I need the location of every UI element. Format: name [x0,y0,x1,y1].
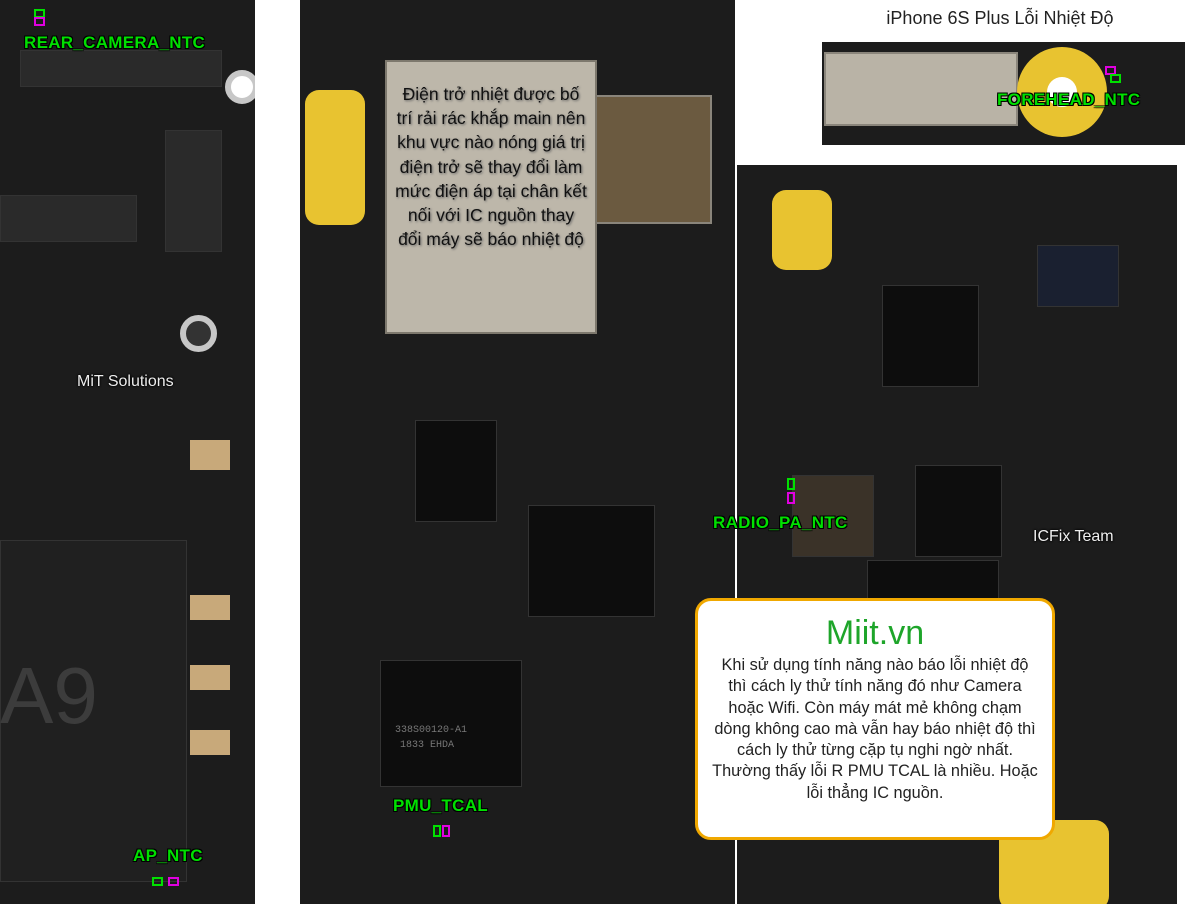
ntc-marker [787,478,795,490]
shield-can [593,95,712,224]
pmu-tcal-label: PMU_TCAL [393,796,488,815]
connector [0,195,137,242]
connector [20,50,222,87]
ntc-marker [787,492,795,504]
left-board-photo: A9 [0,0,255,904]
mount-hole [1047,77,1077,107]
ic-chip [882,285,979,387]
shield-annotation-text: Điện trở nhiệt được bố trí rải rác khắp … [395,84,587,250]
ntc-marker [433,825,441,837]
mount-hole [225,70,255,104]
pmu-ic [380,660,522,787]
ic-chip [1037,245,1119,307]
metal-bracket [824,52,1018,126]
component [190,595,230,620]
ic-chip [792,475,874,557]
ic-chip [915,465,1002,557]
ntc-marker [34,17,45,26]
info-note-box: Miit.vn Khi sử dụng tính năng nào báo lỗ… [695,598,1055,840]
gold-bracket [305,90,365,225]
component [190,730,230,755]
page-title: iPhone 6S Plus Lỗi Nhiệt Độ [886,8,1114,28]
ic-chip [415,420,497,522]
pmu-chip-text: 1833 EHDA [400,740,455,751]
rear-camera-ntc-label: REAR_CAMERA_NTC [24,33,206,52]
mit-solutions-watermark: MiT Solutions [77,373,174,390]
component [190,665,230,690]
component [190,440,230,470]
gold-bracket [772,190,832,270]
shield-annotation-box: Điện trở nhiệt được bố trí rải rác khắp … [385,60,597,334]
ntc-marker [1110,74,1121,83]
ntc-marker [168,877,179,886]
a9-chip-label: A9 [0,651,98,740]
a9-processor [0,540,187,882]
top-right-board-photo [822,42,1185,145]
mount-hole [180,315,217,352]
ntc-marker [152,877,163,886]
forehead-ntc-label: FOREHEAD_NTC [997,90,1141,109]
note-title: Miit.vn [825,614,925,652]
connector [165,130,222,252]
icfix-team-watermark: ICFix Team [1033,528,1114,545]
ap-ntc-label: AP_NTC [133,846,203,865]
radio-pa-ntc-label: RADIO_PA_NTC [713,513,848,532]
pmu-chip-text: 338S00120-A1 [395,725,468,736]
ntc-marker [442,825,450,837]
note-body: Khi sử dụng tính năng nào báo lỗi nhiệt … [712,656,1038,802]
ic-chip [528,505,655,617]
